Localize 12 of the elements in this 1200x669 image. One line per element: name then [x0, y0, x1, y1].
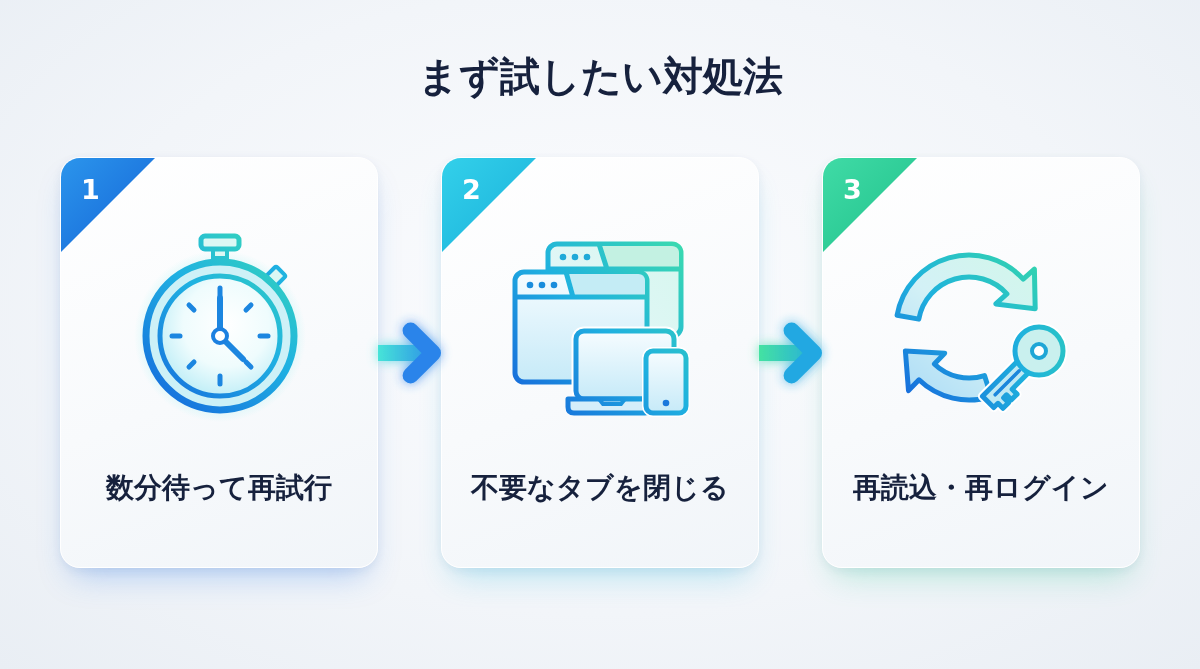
- step-card: [60, 157, 378, 568]
- step-card: [822, 157, 1140, 568]
- arrow: [759, 322, 822, 384]
- title: まず試したい対処法: [417, 52, 783, 101]
- step-caption: 再読込・再ログイン: [853, 470, 1109, 506]
- step-number: 3: [843, 173, 862, 207]
- step-number: 2: [462, 173, 481, 207]
- step-caption: 不要なタブを閉じる: [471, 470, 729, 506]
- step-caption: 数分待って再試行: [106, 470, 332, 506]
- step-number: 1: [81, 173, 100, 207]
- arrow: [378, 322, 441, 384]
- step-card: [441, 157, 759, 568]
